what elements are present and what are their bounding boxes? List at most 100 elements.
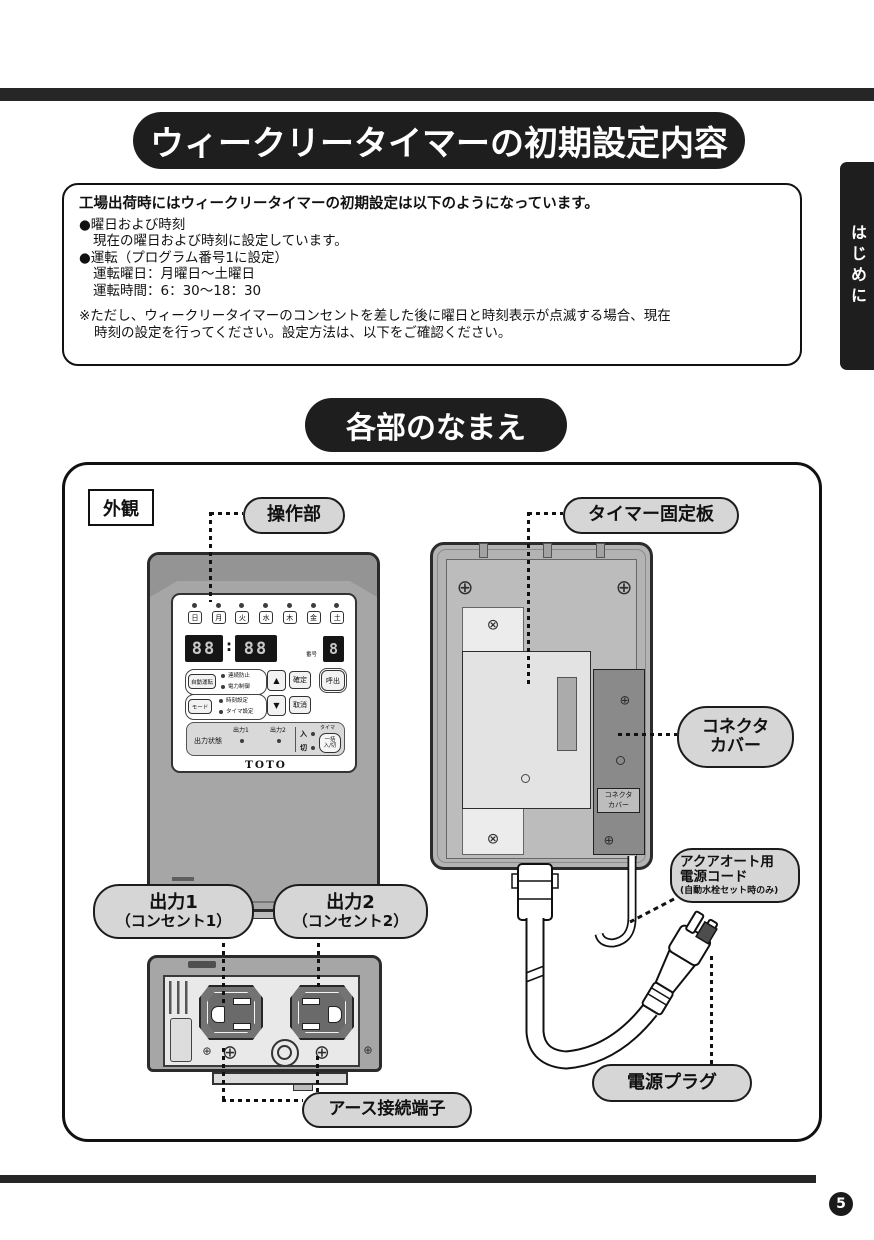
callout-operation: 操作部 (243, 497, 345, 534)
top-rule (0, 88, 874, 101)
screw-icon: ⊕ (456, 575, 474, 599)
bottom-cover-plate (212, 1072, 348, 1085)
screw-x-icon: ⊗ (486, 829, 500, 848)
leader-operation-v (209, 512, 212, 602)
view-label-text: 外観 (103, 498, 139, 520)
side-tab-text: はじめに (848, 224, 867, 308)
led-label-taima: タイマ設定 (226, 709, 254, 715)
bottom-rule (0, 1175, 816, 1183)
section2-title-text: 各部のなまえ (346, 411, 526, 446)
screw-icon: ⊕ (363, 1043, 373, 1057)
connector-cover-label: コネクタカバー (597, 788, 640, 813)
out1-label: 出力1 (233, 727, 249, 734)
timer-bottom-view: ⊕ ⊕ ⊕ ⊕ (147, 955, 382, 1072)
leader-fixing-plate-v (527, 512, 530, 684)
day-button-wed: 水 (259, 611, 274, 624)
bottom-cover-tab (293, 1085, 313, 1091)
connector-cover: コネクタカバー (593, 669, 645, 855)
leader-earth-h (222, 1099, 303, 1102)
callout-fixing-plate: タイマー固定板 (563, 497, 739, 534)
confirm-button: 確定 (289, 671, 311, 689)
call-button: 呼出 (318, 667, 348, 694)
out2-label: 出力2 (270, 727, 286, 734)
led-label-renzoku: 連続防止 (228, 673, 251, 679)
callout-output1: 出力1 （コンセント1） (93, 884, 254, 939)
screw-icon: ⊕ (615, 575, 633, 599)
cover-hole (616, 756, 625, 765)
day-button-mon: 月 (211, 611, 226, 624)
section1-title: ウィークリータイマーの初期設定内容 (133, 112, 745, 169)
bullet1-body: 現在の曜日および時刻に設定しています。 (93, 233, 348, 249)
earth-terminal-screw-icon: ⊕ (222, 1041, 238, 1064)
day-button-fri: 金 (306, 611, 321, 624)
bullet2-line1: 運転曜日：月曜日〜土曜日 (93, 266, 255, 282)
section2-title: 各部のなまえ (305, 398, 567, 452)
off-label: 切 (300, 744, 307, 752)
timer-label: タイマ (320, 725, 336, 731)
auto-drive-button: 自動運転 (188, 674, 216, 689)
callout-output2: 出力2 （コンセント2） (273, 884, 428, 939)
page-number: 5 (836, 1196, 846, 1212)
day-button-tue: 火 (235, 611, 250, 624)
note-line1: ※ただし、ウィークリータイマーのコンセントを差した後に曜日と時刻表示が点滅する場… (79, 308, 671, 324)
factory-settings-box: 工場出荷時にはウィークリータイマーの初期設定は以下のようになっています。 ●曜日… (62, 183, 802, 366)
leader-fixing-plate-h (528, 512, 563, 515)
bullet2-title: ●運転（プログラム番号1に設定） (79, 249, 288, 266)
display-program-number: 8 (323, 636, 344, 662)
led-label-jikoku: 時刻設定 (226, 698, 249, 704)
leader-output2-v (317, 935, 320, 987)
bullet1-title: ●曜日および時刻 (79, 216, 186, 233)
leader-earth-v2 (316, 1056, 319, 1092)
number-label: 番号 (306, 652, 318, 658)
leader-connector-cover-h (618, 733, 677, 736)
on-label: 入 (300, 730, 307, 738)
plate-slot (557, 677, 577, 751)
day-button-sat: 土 (330, 611, 345, 624)
outlet-socket-1 (199, 985, 263, 1040)
leader-earth-v1 (222, 1048, 225, 1101)
plate-hole (521, 774, 530, 783)
timer-fixing-plate (462, 651, 591, 809)
cancel-button: 取消 (289, 696, 311, 714)
leader-output1-v (222, 935, 225, 1007)
day-button-sun: 日 (188, 611, 202, 624)
brand-logo: TOTO (245, 759, 287, 771)
triangle-up-icon: ▲ (273, 676, 280, 685)
up-button: ▲ (267, 670, 286, 691)
batch-onoff-button: 一括入/切 (319, 733, 341, 753)
led-label-denryoku: 電力制御 (228, 684, 251, 690)
callout-plug: 電源プラグ (592, 1064, 752, 1102)
triangle-down-icon: ▼ (273, 701, 280, 710)
display-minute: 88 (235, 635, 277, 662)
output-status-box: 出力状態 出力1 出力2 入 タイマ 切 一括入/切 (186, 722, 345, 756)
page-number-badge: 5 (829, 1192, 853, 1216)
callout-aqua-cord: アクアオート用 電源コード (自動水栓セット時のみ) (670, 848, 800, 903)
callout-connector-cover: コネクタ カバー (677, 706, 794, 768)
bullet2-line2: 運転時間：6：30〜18：30 (93, 282, 262, 299)
outlet-recess: ⊕ ⊕ ⊕ ⊕ (163, 975, 373, 1067)
control-panel: 日 月 火 水 木 金 土 88 : 88 番号 8 自動運転 連続防止 電力制… (171, 593, 357, 773)
screw-icon: ⊕ (619, 693, 631, 709)
outlet-socket-2 (290, 985, 354, 1040)
display-colon: : (226, 637, 232, 655)
status-label: 出力状態 (194, 737, 222, 745)
screw-x-icon: ⊗ (486, 615, 500, 634)
leader-plug-v (710, 956, 713, 1064)
day-button-thu: 木 (282, 611, 297, 624)
center-bushing (271, 1039, 299, 1067)
front-top-bevel (150, 555, 377, 597)
parts-diagram-box (62, 462, 822, 1142)
mode-button: モード (188, 699, 212, 714)
section1-title-text: ウィークリータイマーの初期設定内容 (150, 124, 728, 164)
side-tab-hajimeni: はじめに (840, 162, 874, 370)
timer-front-view: 日 月 火 水 木 金 土 88 : 88 番号 8 自動運転 連続防止 電力制… (147, 552, 380, 912)
down-button: ▼ (267, 695, 286, 716)
note-line2: 時刻の設定を行ってください。設定方法は、以下をご確認ください。 (94, 324, 512, 341)
timer-back-view: ⊕ ⊕ ⊗ ⊗ コネクタカバー ⊕ ⊕ (430, 542, 653, 870)
screw-icon: ⊕ (202, 1044, 212, 1058)
latch (170, 1018, 192, 1062)
leader-operation-h (210, 512, 243, 515)
vent-grille (169, 981, 193, 1014)
screw-icon: ⊕ (603, 833, 615, 849)
